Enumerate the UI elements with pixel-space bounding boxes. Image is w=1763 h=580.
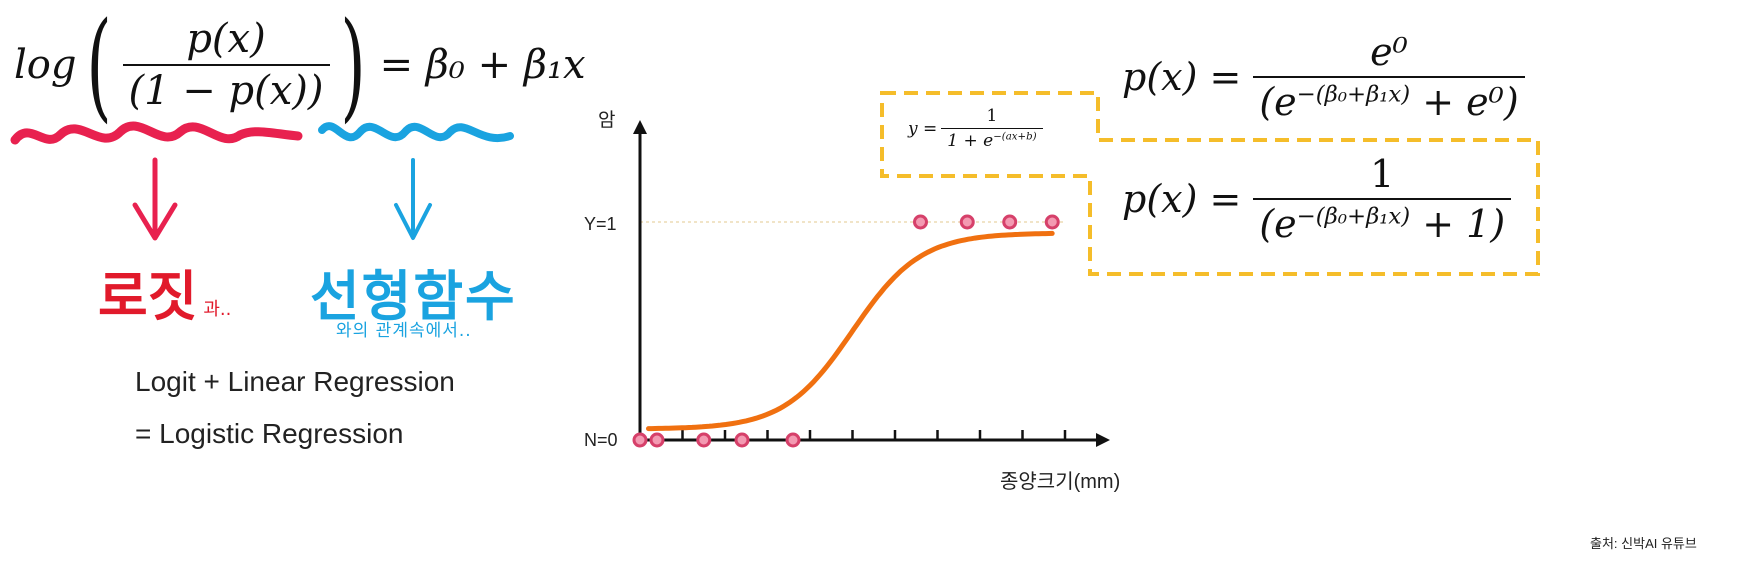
y-axis-arrowhead <box>633 120 647 134</box>
probability-equation-2: p(x) = 1 (e−(β₀+β₁x) + 1) <box>1122 152 1512 246</box>
logit-wavy-underline <box>10 121 303 145</box>
y-tick-bottom: N=0 <box>584 430 618 450</box>
eq2-den-exp: −(β₀+β₁x) <box>1296 203 1411 230</box>
eq2-fraction: 1 (e−(β₀+β₁x) + 1) <box>1253 152 1512 246</box>
x-ticks <box>681 430 1067 440</box>
sigmoid-den-base: 1 + e <box>947 131 994 151</box>
logit-fraction: p(x) (1 − p(x)) <box>122 16 330 114</box>
sigmoid-num: 1 <box>986 106 998 126</box>
data-point <box>959 214 975 230</box>
eq1-denominator: (e−(β₀+β₁x) + e⁰) <box>1253 76 1525 124</box>
sigmoid-den-exp: −(ax+b) <box>993 131 1037 143</box>
y-axis-label: 암 <box>598 109 615 131</box>
log-text: log <box>14 42 77 88</box>
sigmoid-lhs: y = <box>908 118 938 139</box>
data-point <box>913 214 928 230</box>
data-point <box>696 432 712 448</box>
caption-line-2: = Logistic Regression <box>135 418 404 449</box>
sigmoid-curve <box>646 230 1055 432</box>
equation-frame <box>880 91 1540 276</box>
eq1-lhs: p(x) = <box>1122 55 1242 99</box>
eq1-numerator: e⁰ <box>1370 30 1408 74</box>
source-credit: 출처: 신박AI 유튜브 <box>1590 536 1697 551</box>
sigmoid-fraction: 1 1 + e−(ax+b) <box>941 106 1043 151</box>
logit-arrow-head <box>132 202 178 241</box>
data-point <box>649 432 665 448</box>
data-point <box>632 432 648 448</box>
eq2-lhs: p(x) = <box>1122 177 1242 221</box>
data-points <box>632 214 1060 448</box>
left-paren: ( <box>86 0 113 134</box>
data-point <box>1044 214 1060 230</box>
x-axis-label: 종양크기(mm) <box>1000 470 1120 493</box>
logit-label-text: 로짓 <box>98 265 198 328</box>
linear-korean-label: 선형함수 <box>310 265 517 328</box>
linear-rhs: = β₀ + β₁x <box>379 42 586 88</box>
sigmoid-formula: y = 1 1 + e−(ax+b) <box>908 106 1043 151</box>
x-axis-arrowhead <box>1096 433 1110 447</box>
data-point <box>1002 214 1018 230</box>
logit-denominator: (1 − p(x)) <box>122 64 330 114</box>
underline-arrows <box>10 121 514 241</box>
eq1-den-exp: −(β₀+β₁x) <box>1296 81 1411 108</box>
logit-small-text: 과.. <box>203 299 232 320</box>
sigmoid-den: 1 + e−(ax+b) <box>941 128 1043 151</box>
logit-numerator: p(x) <box>186 16 266 62</box>
right-paren: ) <box>339 0 366 134</box>
eq1-den-part1: (e <box>1259 80 1297 124</box>
y-tick-top: Y=1 <box>584 214 617 234</box>
linear-wavy-underline <box>318 122 514 142</box>
eq2-numerator: 1 <box>1370 152 1395 196</box>
linear-small-text: 와의 관계속에서.. <box>336 321 472 341</box>
eq1-fraction: e⁰ (e−(β₀+β₁x) + e⁰) <box>1253 30 1525 124</box>
probability-equation-1: p(x) = e⁰ (e−(β₀+β₁x) + e⁰) <box>1122 30 1525 124</box>
eq2-den-part2: + 1) <box>1410 202 1506 246</box>
logistic-chart: 암 Y=1 N=0 종양크기(mm) <box>584 109 1120 493</box>
eq2-denominator: (e−(β₀+β₁x) + 1) <box>1253 198 1512 246</box>
caption-line-1: Logit + Linear Regression <box>135 366 455 397</box>
data-point <box>734 432 750 448</box>
data-point <box>785 432 801 448</box>
linear-arrow-head <box>394 203 432 240</box>
logit-equation: log ( p(x) (1 − p(x)) ) = β₀ + β₁x <box>14 6 586 124</box>
dashed-frame-outline <box>880 91 1540 276</box>
eq1-den-part2: + e⁰) <box>1410 80 1519 124</box>
eq2-den-part1: (e <box>1259 202 1297 246</box>
